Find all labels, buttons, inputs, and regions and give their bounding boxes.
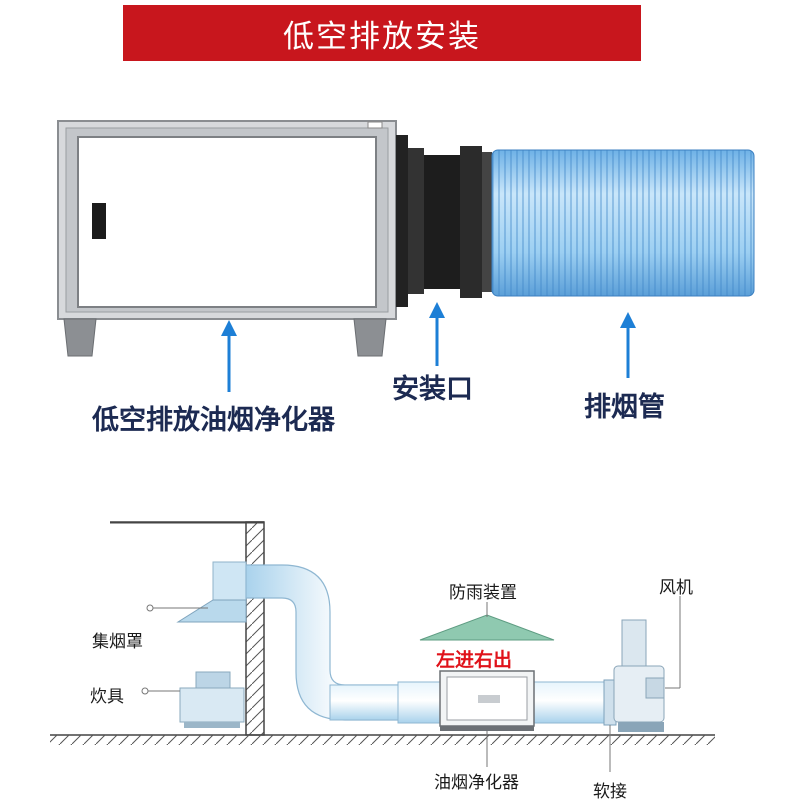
- purifier-arrow-icon: [221, 320, 237, 392]
- smoke-hood: [176, 561, 247, 623]
- soft-joint-label: 软接: [593, 782, 627, 802]
- exhaust-pipe-label: 排烟管: [584, 392, 665, 423]
- stove-label: 炊具: [90, 687, 124, 707]
- leader-lines: [141, 596, 681, 772]
- outlet-arrow-icon: [429, 302, 445, 366]
- fan: [613, 619, 665, 732]
- stove: [179, 671, 245, 728]
- bottom-purifier-label: 油烟净化器: [434, 773, 519, 793]
- exhaust-pipe: [491, 149, 755, 297]
- rain-cover: [419, 614, 555, 641]
- title-banner: 低空排放安装: [123, 5, 641, 61]
- purifier-cabinet: [57, 120, 397, 357]
- page-title: 低空排放安装: [283, 18, 481, 55]
- outlet-label: 安装口: [392, 374, 473, 405]
- duct: [245, 564, 605, 724]
- hood-label: 集烟罩: [92, 632, 143, 652]
- cabinet-handle-icon: [92, 203, 106, 239]
- install-outlet: [396, 135, 492, 307]
- purifier-label: 低空排放油烟净化器: [92, 405, 335, 436]
- purifier-unit: [439, 670, 535, 731]
- fan-label: 风机: [659, 578, 693, 598]
- rain-cover-label: 防雨装置: [449, 583, 517, 603]
- flow-direction-label: 左进右出: [436, 649, 513, 671]
- pipe-arrow-icon: [620, 312, 636, 378]
